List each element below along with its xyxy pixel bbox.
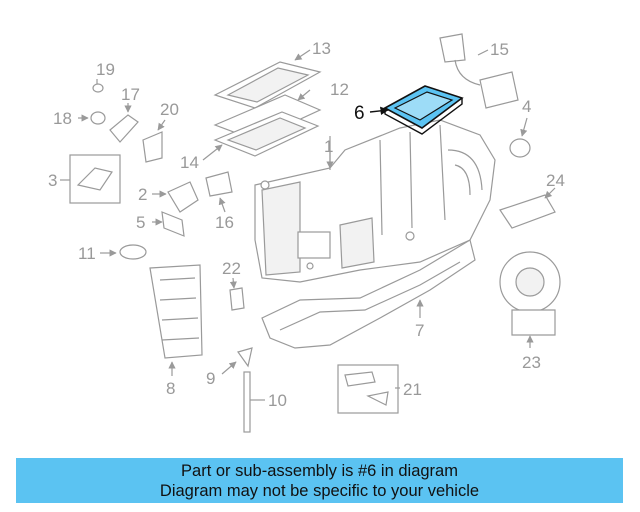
callout-4: 4 (522, 97, 531, 116)
callout-12: 12 (330, 80, 349, 99)
callout-18: 18 (53, 109, 72, 128)
callout-2: 2 (138, 185, 147, 204)
banner-line-1: Part or sub-assembly is #6 in diagram (181, 462, 458, 480)
callout-1: 1 (324, 137, 333, 156)
callout-14: 14 (180, 153, 199, 172)
hvac-housing (254, 119, 496, 283)
callout-20: 20 (160, 100, 179, 119)
callout-10: 10 (268, 391, 287, 410)
callout-13: 13 (312, 39, 331, 58)
floor-duct (261, 239, 476, 349)
callout-21: 21 (403, 380, 422, 399)
info-banner: Part or sub-assembly is #6 in diagram Di… (16, 458, 623, 503)
callout-3: 3 (48, 171, 57, 190)
callout-17: 17 (121, 85, 140, 104)
callout-24: 24 (546, 171, 565, 190)
callout-23: 23 (522, 353, 541, 372)
small-parts-left (69, 83, 399, 433)
parts-diagram: 19 18 17 20 3 2 5 11 8 9 10 13 12 14 1 1… (48, 33, 565, 433)
banner-line-2: Diagram may not be specific to your vehi… (159, 482, 480, 500)
callout-labels: 19 18 17 20 3 2 5 11 8 9 10 13 12 14 1 1… (48, 39, 565, 410)
callout-19: 19 (96, 60, 115, 79)
callout-5: 5 (136, 213, 145, 232)
callout-22: 22 (222, 259, 241, 278)
callout-7: 7 (415, 321, 424, 340)
filter-frames (213, 61, 322, 157)
callout-6: 6 (354, 103, 365, 124)
leader-lines (60, 49, 556, 401)
small-parts-right (439, 33, 561, 336)
callout-8: 8 (166, 379, 175, 398)
callout-15: 15 (490, 40, 509, 59)
callout-9: 9 (206, 369, 215, 388)
callout-11: 11 (78, 244, 96, 263)
callout-16: 16 (215, 213, 234, 232)
